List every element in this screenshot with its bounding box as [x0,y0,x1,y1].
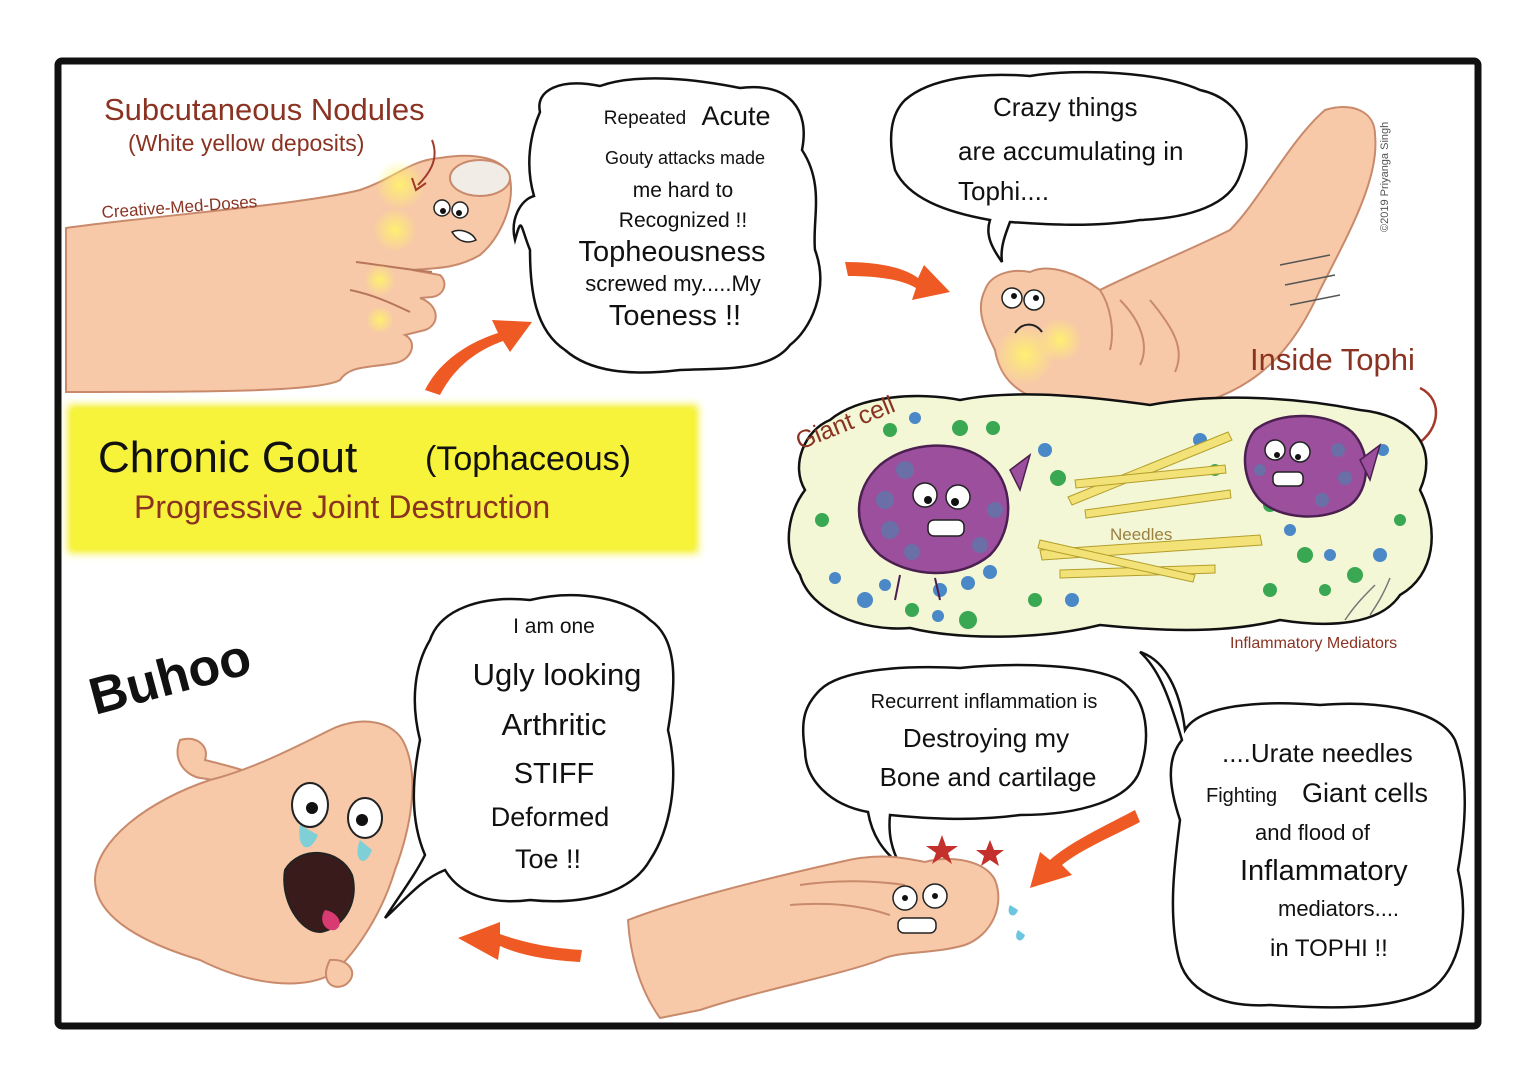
giant-cell-icon [857,444,1032,601]
svg-text:Recurrent inflammation is: Recurrent inflammation is [871,691,1098,713]
svg-text:me hard to: me hard to [633,179,733,202]
needle-icon [1037,431,1263,583]
svg-text:Repeated: Repeated [604,108,686,129]
svg-text:I am one: I am one [513,615,595,638]
svg-text:mediators....: mediators.... [1278,896,1399,921]
svg-text:Gouty attacks made: Gouty attacks made [605,148,765,168]
deposits-label: (White yellow deposits) [128,130,364,156]
svg-text:Fighting: Fighting [1206,785,1277,807]
speech-bubble [801,663,1148,866]
title-paren: (Tophaceous) [425,440,631,478]
svg-text:Acute: Acute [701,101,770,131]
foot-icon [626,855,1025,1020]
title-sub: Progressive Joint Destruction [134,489,550,525]
copyright-label: ©2019 Priyanga Singh [1379,122,1391,232]
bubble-recurrent-text: Recurrent inflammation is Destroying my … [871,691,1098,792]
bubble-urate-text: ....Urate needles Fighting Giant cells a… [1206,738,1428,962]
bubble-acute-text: Repeated Acute Gouty attacks made me har… [578,101,770,332]
svg-text:and flood of: and flood of [1255,820,1371,845]
svg-text:in TOPHI !!: in TOPHI !! [1270,935,1388,962]
foot-icon [979,106,1377,411]
speech-bubble [383,594,675,919]
svg-text:are accumulating in: are accumulating in [958,136,1183,166]
svg-text:STIFF: STIFF [514,758,595,790]
title-main: Chronic Gout [98,433,357,482]
speech-bubble [1139,650,1466,1009]
svg-text:screwed my.....My: screwed my.....My [585,271,761,296]
speech-bubble [512,77,822,374]
svg-text:Arthritic: Arthritic [501,707,606,742]
curved-arrow-icon [417,139,436,186]
svg-text:Toe !!: Toe !! [515,844,581,874]
svg-text:Bone and cartilage: Bone and cartilage [880,762,1097,792]
nodules-label: Subcutaneous Nodules [104,92,425,127]
needles-label: Needles [1110,525,1172,544]
giant-cell-icon [1243,414,1382,518]
crying-toe-icon [93,720,414,988]
svg-text:Inflammatory: Inflammatory [1240,855,1408,887]
svg-text:Recognized !!: Recognized !! [619,209,747,232]
bubble-crazy-text: Crazy things are accumulating in Tophi..… [958,92,1183,206]
svg-text:Tophi....: Tophi.... [958,176,1049,206]
curved-arrow-icon [425,262,1140,962]
speech-bubble [889,70,1248,263]
svg-text:Destroying my: Destroying my [903,723,1069,753]
bubble-ugly-text: I am one Ugly looking Arthritic STIFF De… [473,615,642,874]
svg-text:Topheousness: Topheousness [578,236,765,268]
title-box [68,405,698,553]
inside-tophi-label: Inside Tophi [1250,342,1415,377]
svg-text:Crazy things: Crazy things [993,92,1138,122]
svg-text:Deformed: Deformed [491,802,610,832]
svg-text:Giant cells: Giant cells [1302,778,1428,808]
foot-icon [65,154,512,394]
svg-text:Ugly looking: Ugly looking [473,657,642,692]
mediator-dots [815,412,1406,629]
star-icon [926,835,1004,866]
mediators-label: Inflammatory Mediators [1230,635,1397,652]
svg-text:....Urate needles: ....Urate needles [1222,738,1413,768]
svg-text:Toeness !!: Toeness !! [609,300,741,332]
